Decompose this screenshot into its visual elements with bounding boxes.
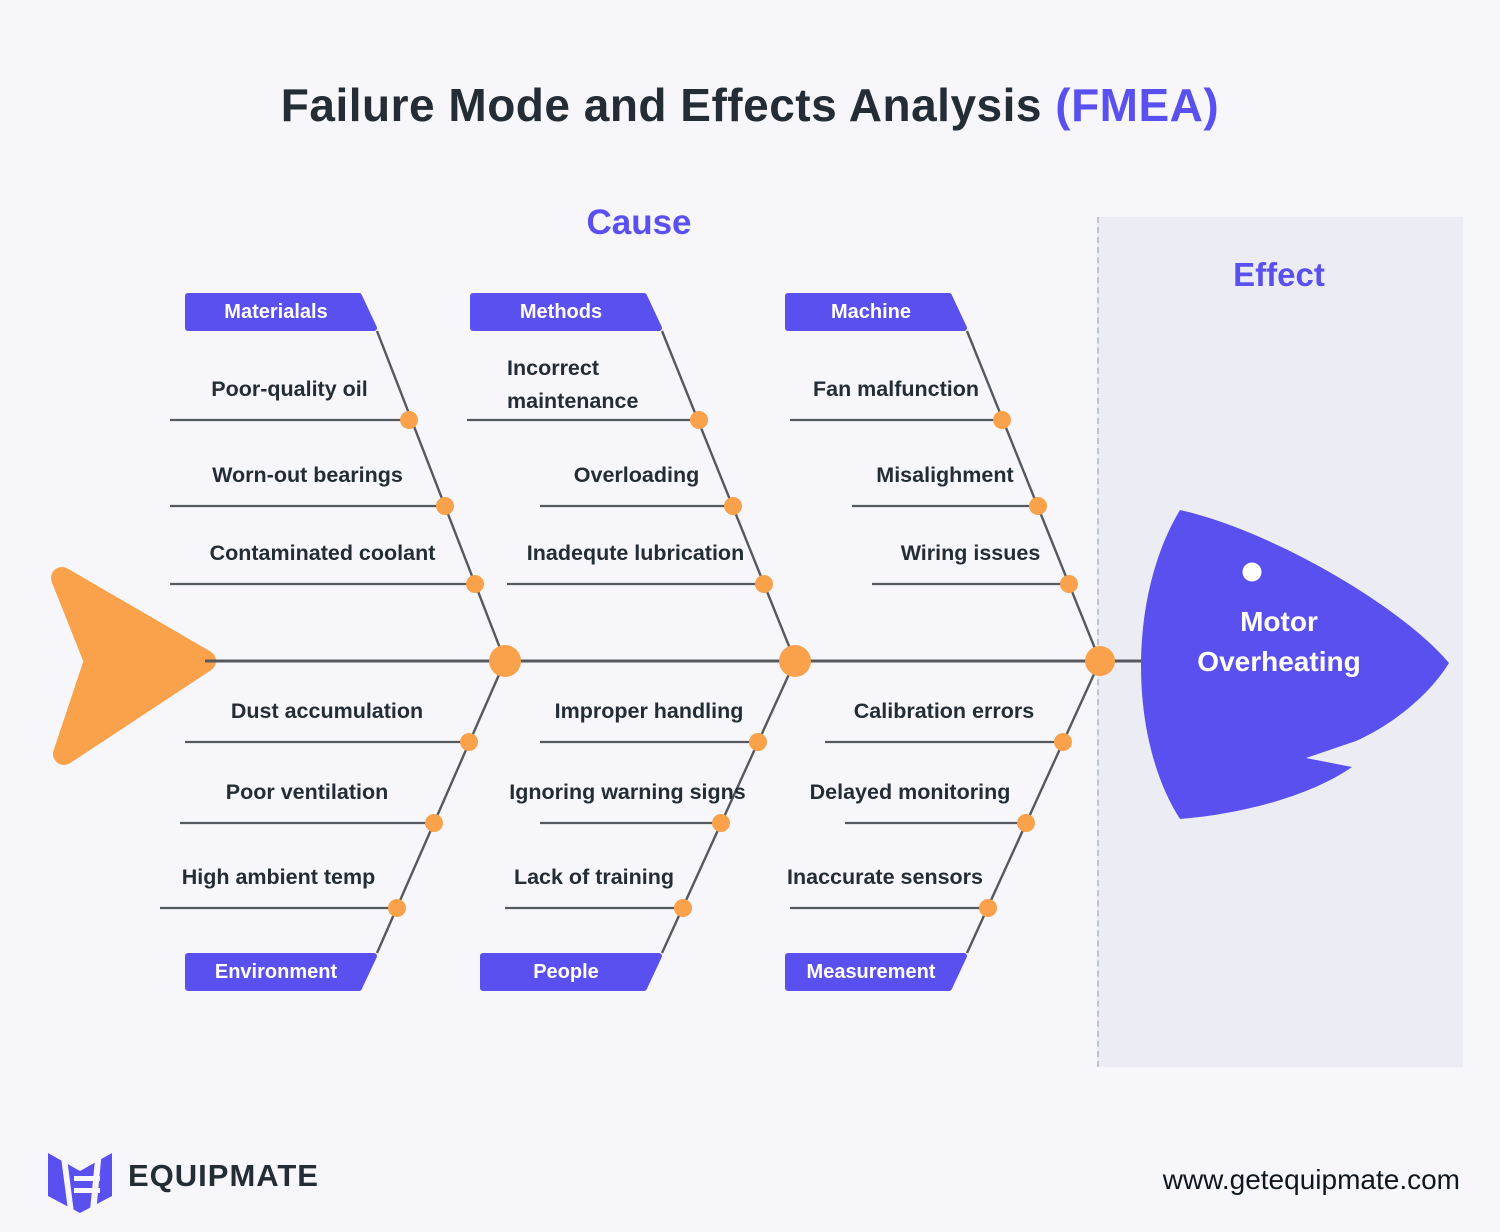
cause-label: Inaccurate sensors: [787, 865, 983, 889]
cause-dot: [674, 899, 692, 917]
cause-dot: [400, 411, 418, 429]
cause-dot: [712, 814, 730, 832]
cause-dot: [724, 497, 742, 515]
cause-label: Worn-out bearings: [212, 463, 403, 487]
cause-dot: [755, 575, 773, 593]
cause-dot: [979, 899, 997, 917]
cause-label: Ignoring warning signs: [509, 780, 746, 804]
cause-label: Misalighment: [876, 463, 1014, 487]
spine-junction-dot: [779, 645, 811, 677]
category-label-materials: Materialals: [224, 300, 328, 323]
cause-dot: [388, 899, 406, 917]
website-url: www.getequipmate.com: [1162, 1164, 1460, 1195]
effect-result-text: Motor Overheating: [1150, 602, 1408, 682]
cause-label: Improper handling: [554, 699, 744, 723]
category-label-people: People: [533, 960, 599, 983]
cause-label: Overloading: [573, 463, 700, 487]
cause-dot: [690, 411, 708, 429]
equipmate-logo-icon: [48, 1150, 112, 1213]
page-title-main: Failure Mode and Effects Analysis: [280, 79, 1056, 131]
cause-label: Poor ventilation: [225, 780, 389, 804]
cause-dot: [1029, 497, 1047, 515]
category-label-machine: Machine: [830, 300, 912, 323]
cause-dot: [1054, 733, 1072, 751]
brand-name: EQUIPMATE: [128, 1158, 319, 1193]
cause-label: Calibration errors: [853, 699, 1035, 723]
page-title-highlight: (FMEA): [1055, 79, 1220, 131]
cause-label: Incorrect maintenance: [507, 356, 639, 413]
cause-dot: [466, 575, 484, 593]
cause-dot: [749, 733, 767, 751]
cause-label: Poor-quality oil: [211, 377, 368, 401]
fish-tail-arrow-icon: [51, 567, 216, 765]
cause-label: Delayed monitoring: [809, 780, 1011, 804]
cause-dot: [1060, 575, 1078, 593]
cause-label: Contaminated coolant: [209, 541, 436, 565]
cause-label: Inadequte lubrication: [526, 541, 745, 565]
category-label-measurement: Measurement: [806, 960, 936, 983]
cause-label: Dust accumulation: [230, 699, 424, 723]
spine-junction-dot: [489, 645, 521, 677]
cause-dot: [1017, 814, 1035, 832]
cause-dot: [460, 733, 478, 751]
cause-label: Wiring issues: [900, 541, 1041, 565]
cause-label: Lack of training: [513, 865, 675, 889]
cause-section-label: Cause: [586, 203, 692, 242]
cause-dot: [993, 411, 1011, 429]
category-label-methods: Methods: [519, 300, 603, 323]
effect-result-line1: Motor: [1240, 606, 1318, 637]
effect-section-label: Effect: [1233, 256, 1325, 293]
category-label-environment: Environment: [214, 960, 338, 983]
page-title: Failure Mode and Effects Analysis (FMEA): [0, 78, 1500, 132]
cause-dot: [425, 814, 443, 832]
cause-label: Fan malfunction: [812, 377, 980, 401]
cause-label: High ambient temp: [181, 865, 376, 889]
cause-dot: [436, 497, 454, 515]
effect-result-line2: Overheating: [1197, 646, 1361, 677]
